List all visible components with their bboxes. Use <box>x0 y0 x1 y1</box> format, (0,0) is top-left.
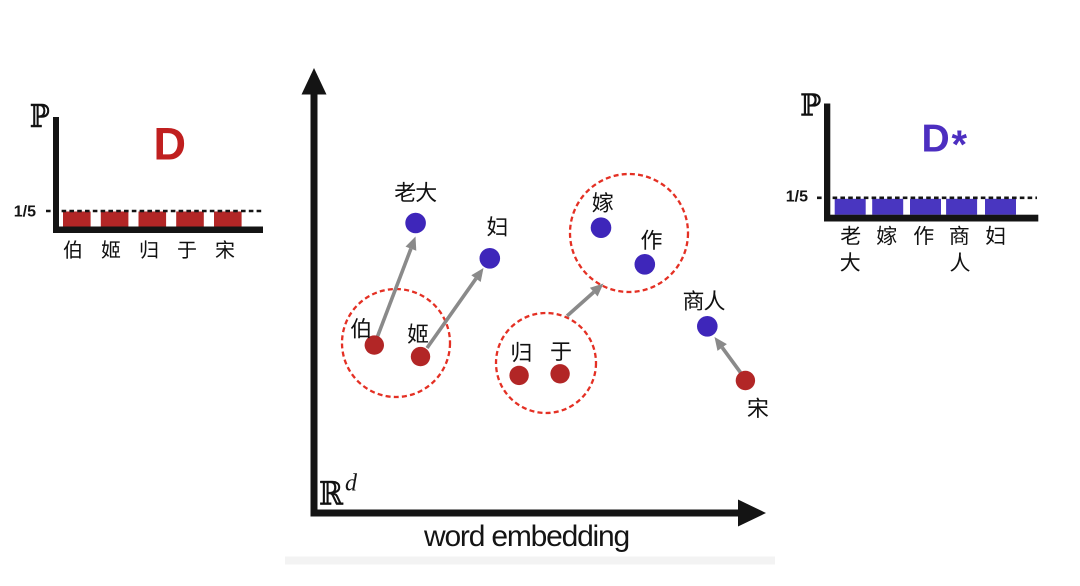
svg-text:*: * <box>952 123 968 167</box>
svg-text:D: D <box>922 118 950 161</box>
svg-text:1/5: 1/5 <box>786 189 808 206</box>
svg-text:D: D <box>154 119 187 170</box>
svg-text:d: d <box>345 471 358 497</box>
svg-text:1/5: 1/5 <box>14 204 36 221</box>
svg-text:word embedding: word embedding <box>423 520 629 553</box>
